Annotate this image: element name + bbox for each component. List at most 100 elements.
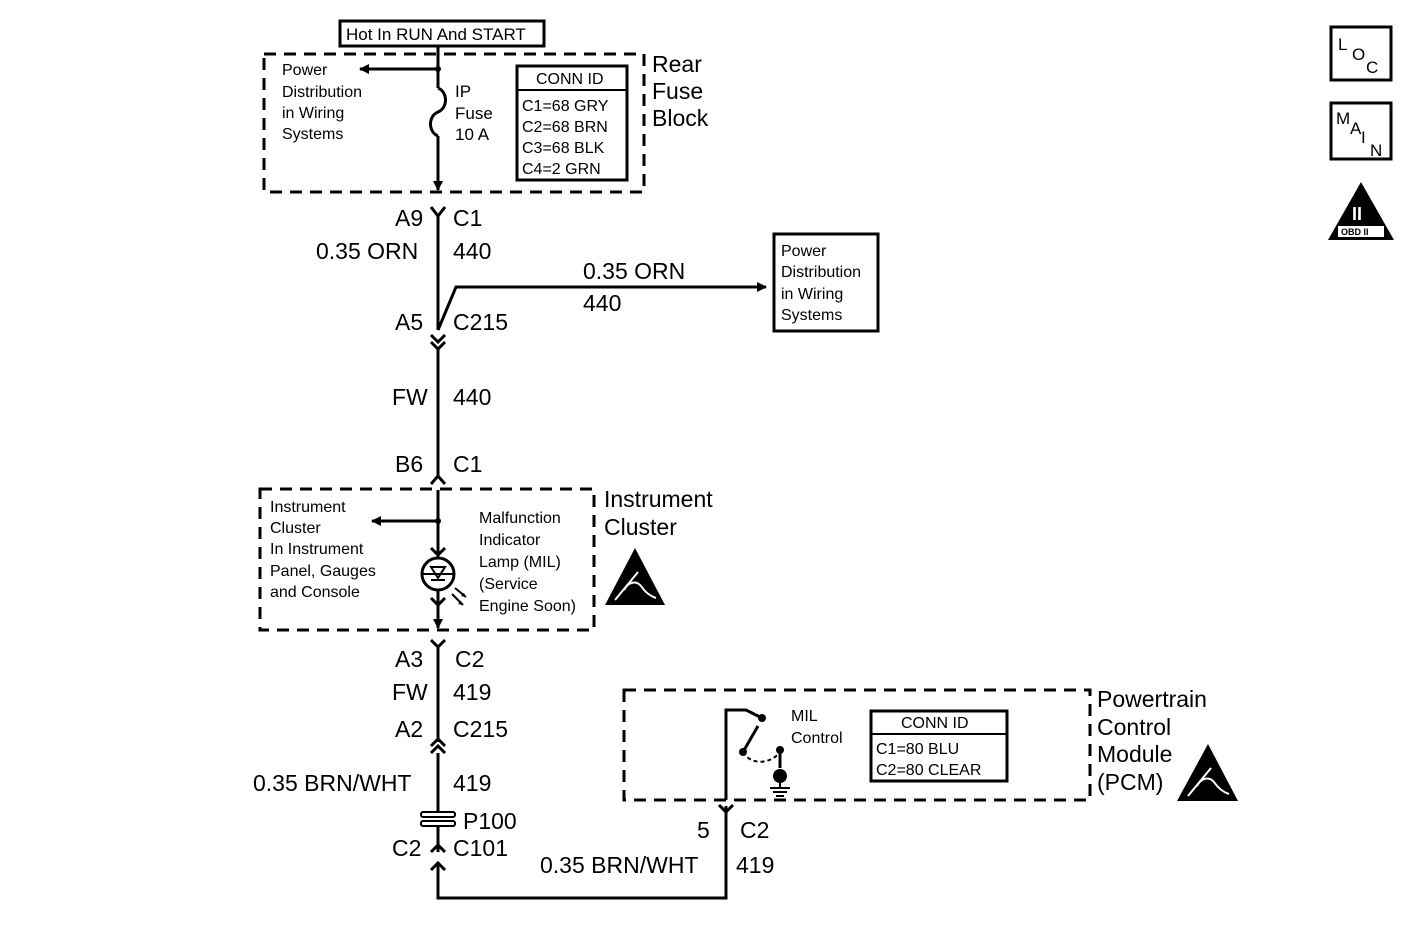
- svg-text:0.35 BRN/WHT: 0.35 BRN/WHT: [253, 770, 411, 796]
- svg-text:Instrument: Instrument: [270, 499, 346, 516]
- svg-text:C1=68 GRY: C1=68 GRY: [522, 98, 609, 115]
- svg-text:C2: C2: [455, 646, 484, 672]
- svg-text:Instrument: Instrument: [604, 486, 713, 512]
- svg-text:M: M: [1336, 109, 1350, 128]
- svg-text:Control: Control: [1097, 714, 1171, 740]
- svg-text:440: 440: [453, 384, 491, 410]
- svg-text:CONN ID: CONN ID: [901, 715, 969, 732]
- svg-text:I: I: [1361, 128, 1366, 147]
- svg-text:10 A: 10 A: [455, 125, 490, 144]
- svg-text:0.35 BRN/WHT: 0.35 BRN/WHT: [540, 852, 698, 878]
- svg-text:Distribution: Distribution: [282, 84, 362, 101]
- svg-text:440: 440: [583, 290, 621, 316]
- svg-text:C2=80 CLEAR: C2=80 CLEAR: [876, 762, 981, 779]
- connector-c215-a2: A2 C215: [395, 716, 508, 755]
- svg-text:in Wiring: in Wiring: [781, 286, 843, 303]
- svg-text:Fuse: Fuse: [455, 104, 493, 123]
- supply-label: Hot In RUN And START: [338, 19, 546, 48]
- pcm-conn-id-table: CONN ID C1=80 BLU C2=80 CLEAR: [869, 709, 1009, 783]
- svg-text:Malfunction: Malfunction: [479, 510, 561, 527]
- svg-text:(Service: (Service: [479, 576, 538, 593]
- svg-text:FW: FW: [392, 384, 428, 410]
- svg-text:Panel, Gauges: Panel, Gauges: [270, 563, 376, 580]
- svg-text:Lamp (MIL): Lamp (MIL): [479, 554, 561, 571]
- esd-warning-icon: [605, 548, 665, 605]
- pcm-module: Powertrain Control Module (PCM) MIL Cont…: [622, 686, 1207, 802]
- svg-text:O: O: [1352, 45, 1365, 64]
- svg-text:0.35 ORN: 0.35 ORN: [583, 258, 685, 284]
- connector-c215-a5: A5 C215: [395, 309, 508, 352]
- svg-text:A3: A3: [395, 646, 423, 672]
- svg-text:C3=68 BLK: C3=68 BLK: [522, 140, 605, 157]
- svg-text:Systems: Systems: [282, 126, 343, 143]
- svg-text:Systems: Systems: [781, 307, 842, 324]
- svg-text:C4=2 GRN: C4=2 GRN: [522, 161, 601, 178]
- svg-text:L: L: [1338, 35, 1347, 54]
- svg-text:Engine Soon): Engine Soon): [479, 598, 576, 615]
- svg-text:P100: P100: [463, 808, 517, 834]
- circuit-number: 440: [453, 238, 491, 264]
- fuse-block-title-2: Fuse: [652, 78, 703, 104]
- svg-text:C215: C215: [453, 309, 508, 335]
- rear-fuse-block: Rear Fuse Block Power Distribution in Wi…: [262, 51, 709, 194]
- svg-text:Indicator: Indicator: [479, 532, 541, 549]
- svg-text:C2: C2: [392, 835, 421, 861]
- svg-text:A5: A5: [395, 309, 423, 335]
- svg-text:419: 419: [453, 679, 491, 705]
- svg-text:C1: C1: [453, 451, 482, 477]
- svg-text:FW: FW: [392, 679, 428, 705]
- svg-text:C2: C2: [740, 817, 769, 843]
- svg-text:In Instrument: In Instrument: [270, 541, 364, 558]
- connector-c1: A9 C1: [395, 205, 482, 231]
- fuse-block-title-3: Block: [652, 105, 709, 131]
- svg-text:II: II: [1352, 204, 1362, 224]
- pcm-esd-warning-icon: [1177, 744, 1238, 801]
- wire-gauge: 0.35 ORN: [316, 238, 418, 264]
- svg-text:Power: Power: [282, 62, 328, 79]
- svg-text:C2=68 BRN: C2=68 BRN: [522, 119, 608, 136]
- fuse-block-title-1: Rear: [652, 51, 702, 77]
- svg-text:419: 419: [736, 852, 774, 878]
- svg-text:in Wiring: in Wiring: [282, 105, 344, 122]
- main-icon[interactable]: M A I N: [1329, 101, 1393, 161]
- obd-ii-icon[interactable]: II OBD II: [1328, 182, 1394, 240]
- svg-text:B6: B6: [395, 451, 423, 477]
- fuse-label: IP: [455, 82, 471, 101]
- svg-text:OBD II: OBD II: [1341, 227, 1369, 237]
- svg-text:C: C: [1366, 58, 1378, 77]
- power-distribution-box: Power Distribution in Wiring Systems: [772, 232, 880, 333]
- svg-text:C1=80 BLU: C1=80 BLU: [876, 741, 959, 758]
- fuse-symbol: [429, 86, 447, 138]
- mil-control-switch-icon: [724, 708, 790, 800]
- svg-text:Hot In RUN And START: Hot In RUN And START: [346, 25, 526, 44]
- svg-text:A2: A2: [395, 716, 423, 742]
- svg-text:C215: C215: [453, 716, 508, 742]
- instrument-cluster: Instrument Cluster Instrument Cluster In…: [258, 486, 713, 632]
- conn-id-table: CONN ID C1=68 GRY C2=68 BRN C3=68 BLK C4…: [515, 64, 629, 182]
- connector-pcm-c2: 5 C2: [697, 803, 769, 843]
- connector-ic-c1: B6 C1: [395, 451, 482, 485]
- connector-c101: C2 C101: [392, 835, 508, 872]
- splice-p100: P100: [420, 808, 517, 834]
- svg-text:419: 419: [453, 770, 491, 796]
- svg-text:Module: Module: [1097, 741, 1172, 767]
- svg-text:MIL: MIL: [791, 708, 818, 725]
- svg-text:Distribution: Distribution: [781, 264, 861, 281]
- svg-text:5: 5: [697, 817, 710, 843]
- svg-text:Control: Control: [791, 730, 843, 747]
- connector-ic-c2: A3 C2: [395, 638, 484, 672]
- svg-text:Power: Power: [781, 243, 827, 260]
- svg-text:CONN ID: CONN ID: [536, 71, 604, 88]
- svg-text:A9: A9: [395, 205, 423, 231]
- svg-text:and Console: and Console: [270, 584, 360, 601]
- svg-text:Cluster: Cluster: [270, 520, 321, 537]
- svg-text:A: A: [1350, 119, 1362, 138]
- svg-text:Cluster: Cluster: [604, 514, 677, 540]
- svg-text:(PCM): (PCM): [1097, 769, 1163, 795]
- svg-text:C101: C101: [453, 835, 508, 861]
- svg-text:Powertrain: Powertrain: [1097, 686, 1207, 712]
- svg-text:C1: C1: [453, 205, 482, 231]
- svg-text:N: N: [1370, 141, 1382, 160]
- loc-icon[interactable]: L O C: [1329, 25, 1393, 82]
